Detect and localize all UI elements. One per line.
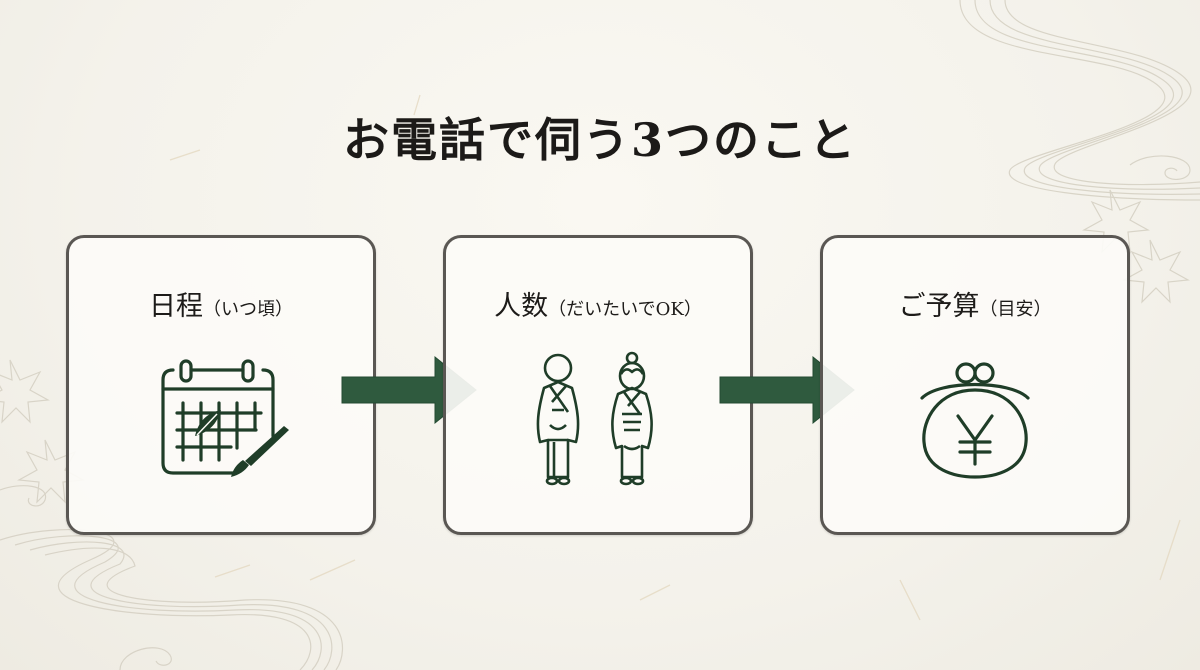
page-title: お電話で伺う3つのこと xyxy=(342,113,857,167)
card-title: 人数（だいたいでOK） xyxy=(446,284,750,323)
card-schedule: 日程（いつ頃） xyxy=(66,235,376,535)
card-note: （いつ頃） xyxy=(203,299,293,320)
card-title: ご予算（目安） xyxy=(823,284,1127,323)
card-budget: ご予算（目安） xyxy=(820,235,1130,535)
card-note: （だいたいでOK） xyxy=(548,299,702,320)
card-label: ご予算 xyxy=(898,291,980,322)
calendar-brush-icon xyxy=(161,359,289,477)
card-note: （目安） xyxy=(979,299,1052,320)
yen-purse-icon xyxy=(920,362,1030,479)
card-label: 日程 xyxy=(149,291,203,322)
kimono-couple-icon xyxy=(536,351,653,486)
card-title: 日程（いつ頃） xyxy=(69,284,373,323)
card-label: 人数 xyxy=(494,291,549,322)
card-party-size: 人数（だいたいでOK） xyxy=(443,235,753,535)
